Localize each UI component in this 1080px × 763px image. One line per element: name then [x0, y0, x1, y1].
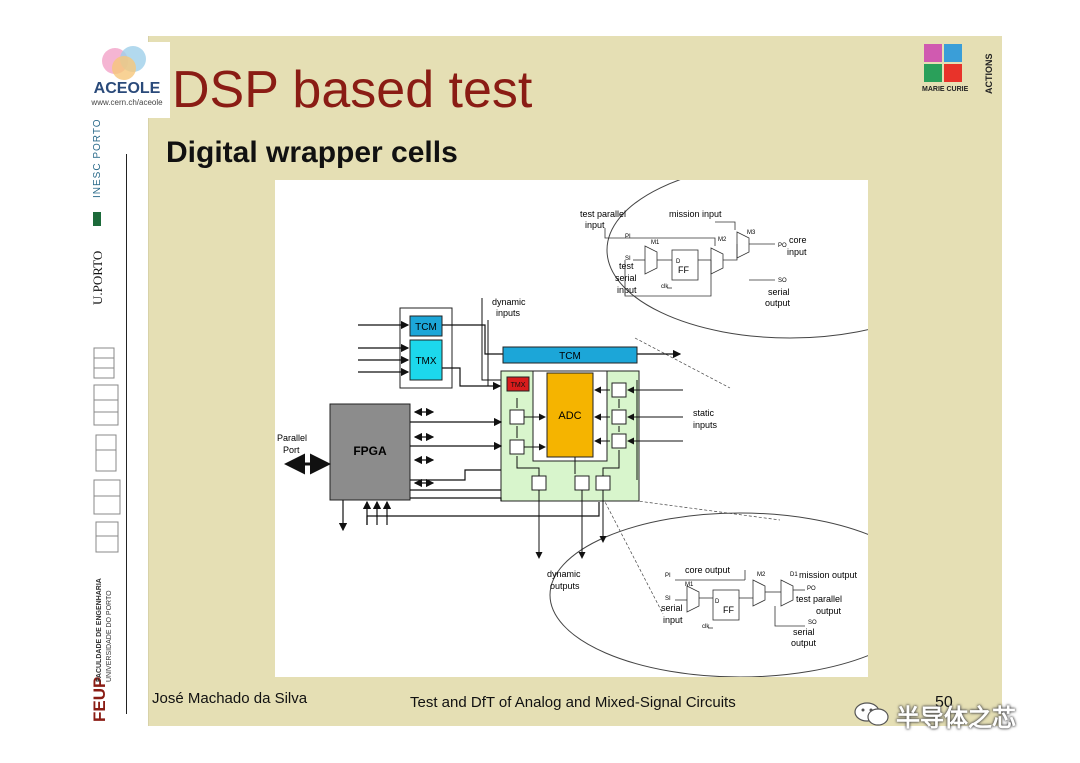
feup-line2: UNIVERSIDADE DO PORTO	[106, 590, 113, 682]
tmx-small-box	[409, 339, 443, 381]
tmx-red-label: TMX	[511, 382, 526, 389]
bottom-serial-input-1: serial	[661, 603, 683, 613]
fpga-label: FPGA	[353, 444, 387, 458]
top-so: SO	[778, 278, 787, 284]
bottom-clk: clk	[702, 624, 710, 630]
top-clk: clk	[661, 284, 669, 290]
tcm-bar	[502, 346, 638, 364]
marie-curie-text: MARIE CURIE	[922, 86, 969, 93]
top-serial-output-1: serial	[768, 287, 790, 297]
bottom-serial-input-2: input	[663, 615, 683, 625]
top-po: PO	[778, 243, 787, 249]
top-test-parallel-1: test parallel	[580, 209, 626, 219]
tcm-small-label: TCM	[415, 322, 437, 333]
inesc-logo: INESC PORTO	[92, 118, 103, 198]
dynamic-inputs-2: inputs	[496, 308, 521, 318]
bottom-core-output: core output	[685, 565, 731, 575]
bottom-m2: M2	[757, 572, 766, 578]
top-mission-input: mission input	[669, 209, 722, 219]
bottom-zoom-line-1	[602, 497, 664, 615]
footer-author: José Machado da Silva	[152, 690, 308, 707]
bottom-pi: PI	[665, 573, 671, 579]
dynamic-outputs-2: outputs	[550, 581, 580, 591]
bottom-mission-output: mission output	[799, 570, 858, 580]
adc-label: ADC	[558, 410, 581, 422]
aceole-name: ACEOLE	[93, 80, 161, 97]
top-pi: PI	[625, 234, 631, 240]
actions-text: ACTIONS	[984, 53, 994, 95]
top-m2: M2	[718, 237, 727, 243]
bottom-so: SO	[808, 620, 817, 626]
feup-logo: FEUP	[90, 676, 109, 722]
inesc-mark	[93, 212, 101, 226]
dynamic-inputs-1: dynamic	[492, 297, 526, 307]
page-number: 50	[935, 694, 953, 711]
fpga-box	[329, 403, 411, 501]
tmx-red-box	[506, 376, 530, 392]
parallel-port-1: Parallel	[277, 433, 307, 443]
marie-curie-logo: MARIE CURIE ACTIONS	[922, 42, 998, 108]
adc-box	[546, 372, 594, 458]
bottom-serial-output-2: output	[791, 638, 817, 648]
top-si: SI	[625, 256, 631, 262]
footer-course: Test and DfT of Analog and Mixed-Signal …	[410, 694, 736, 711]
aceole-logo: ACEOLE www.cern.ch/aceole	[84, 42, 170, 118]
bottom-m1: M1	[685, 582, 694, 588]
top-test-serial-2: serial	[615, 273, 637, 283]
tmx-small-label: TMX	[415, 356, 436, 367]
static-inputs-2: inputs	[693, 420, 718, 430]
bottom-si: SI	[665, 596, 671, 602]
tcm-small-box	[409, 315, 443, 337]
top-test-serial-1: test	[619, 261, 634, 271]
top-test-serial-3: input	[617, 285, 637, 295]
dynamic-outputs-1: dynamic	[547, 569, 581, 579]
top-core-input-2: input	[787, 247, 807, 257]
top-wrapper-cell-ellipse: test parallel input mission input PI SI …	[580, 161, 974, 339]
uporto-logo: U.PORTO	[90, 250, 105, 305]
parallel-port-2: Port	[283, 445, 300, 455]
bottom-test-parallel-2: output	[816, 606, 842, 616]
wechat-icon	[852, 700, 892, 728]
static-inputs-1: static	[693, 408, 715, 418]
diagram-figure: test parallel input mission input PI SI …	[275, 161, 974, 678]
bottom-test-parallel-1: test parallel	[796, 594, 842, 604]
top-zoom-line	[634, 337, 731, 389]
wrapper-cells	[509, 382, 627, 491]
top-m1: M1	[651, 240, 660, 246]
watermark-text: 半导体之芯	[896, 705, 1016, 732]
top-serial-output-2: output	[765, 298, 791, 308]
bottom-d: D	[715, 599, 720, 605]
top-test-parallel-2: input	[585, 220, 605, 230]
bottom-wrapper-cell-ellipse: PI core output M1 M2 D1 mission output S…	[549, 512, 931, 678]
slide-subtitle: Digital wrapper cells	[166, 136, 458, 169]
bottom-zoom-line-2	[614, 497, 781, 521]
tcm-bar-label: TCM	[559, 351, 581, 362]
aceole-url: www.cern.ch/aceole	[91, 98, 163, 107]
feup-line1: FACULDADE DE ENGENHARIA	[96, 578, 103, 682]
bottom-d1: D1	[790, 572, 798, 578]
top-ff: FF	[678, 265, 689, 275]
top-d: D	[676, 259, 681, 265]
bottom-serial-output-1: serial	[793, 627, 815, 637]
sidebar	[78, 36, 149, 726]
top-m3: M3	[747, 230, 756, 236]
top-core-input-1: core	[789, 235, 807, 245]
sidebar-rule	[126, 154, 127, 714]
slide-title: DSP based test	[172, 61, 533, 119]
building-illustration	[88, 340, 128, 560]
bottom-po: PO	[807, 586, 816, 592]
bottom-ff: FF	[723, 605, 734, 615]
